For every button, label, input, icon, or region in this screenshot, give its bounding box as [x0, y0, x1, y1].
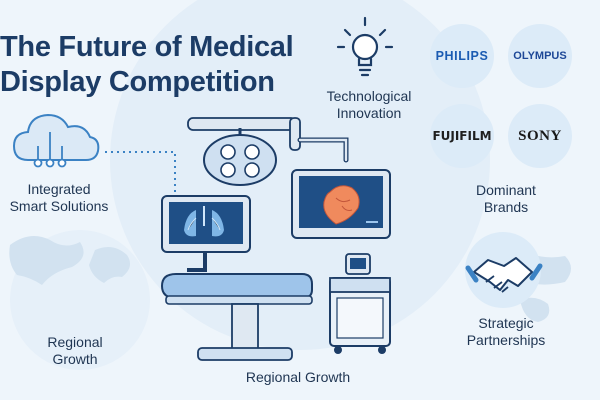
- label-strategic-partnerships: Strategic Partnerships: [456, 315, 556, 349]
- lightbulb-icon: [336, 16, 394, 77]
- label-line: Regional: [47, 334, 103, 350]
- label-technological-innovation: Technological Innovation: [306, 88, 432, 122]
- label-regional-growth-bottom: Regional Growth: [245, 369, 351, 385]
- brand-philips-logo: PHILIPS: [430, 24, 494, 88]
- title-line: Display Competition: [0, 66, 275, 98]
- cloud-network-icon: [12, 113, 100, 168]
- handshake-icon: [465, 232, 543, 308]
- label-regional-growth-left: Regional Growth: [30, 334, 120, 368]
- label-line: Technological: [326, 88, 412, 104]
- label-line: Strategic: [478, 315, 534, 331]
- label-line: Smart Solutions: [9, 198, 109, 214]
- operating-table-icon: [160, 273, 313, 361]
- label-integrated-smart-solutions: Integrated Smart Solutions: [0, 181, 118, 215]
- page-title: The Future of Medical Display Competitio…: [0, 30, 294, 100]
- brand-fujifilm-logo: FUJIFILM: [430, 104, 494, 168]
- medical-cart: [329, 253, 391, 354]
- brand-olympus-logo: OLYMPUS: [508, 24, 572, 88]
- label-line: Integrated: [27, 181, 91, 197]
- label-line: Partnerships: [466, 332, 546, 348]
- label-line: Innovation: [336, 105, 402, 121]
- surgical-lamp-icon: [187, 117, 349, 186]
- monitor-lungs: [161, 195, 251, 272]
- label-line: Growth: [52, 351, 98, 367]
- monitor-heart: [291, 169, 391, 239]
- label-line: Brands: [483, 199, 529, 215]
- title-line: The Future of Medical: [0, 31, 294, 63]
- brand-sony-logo: SONY: [508, 104, 572, 168]
- label-line: Dominant: [476, 182, 536, 198]
- label-dominant-brands: Dominant Brands: [466, 182, 546, 216]
